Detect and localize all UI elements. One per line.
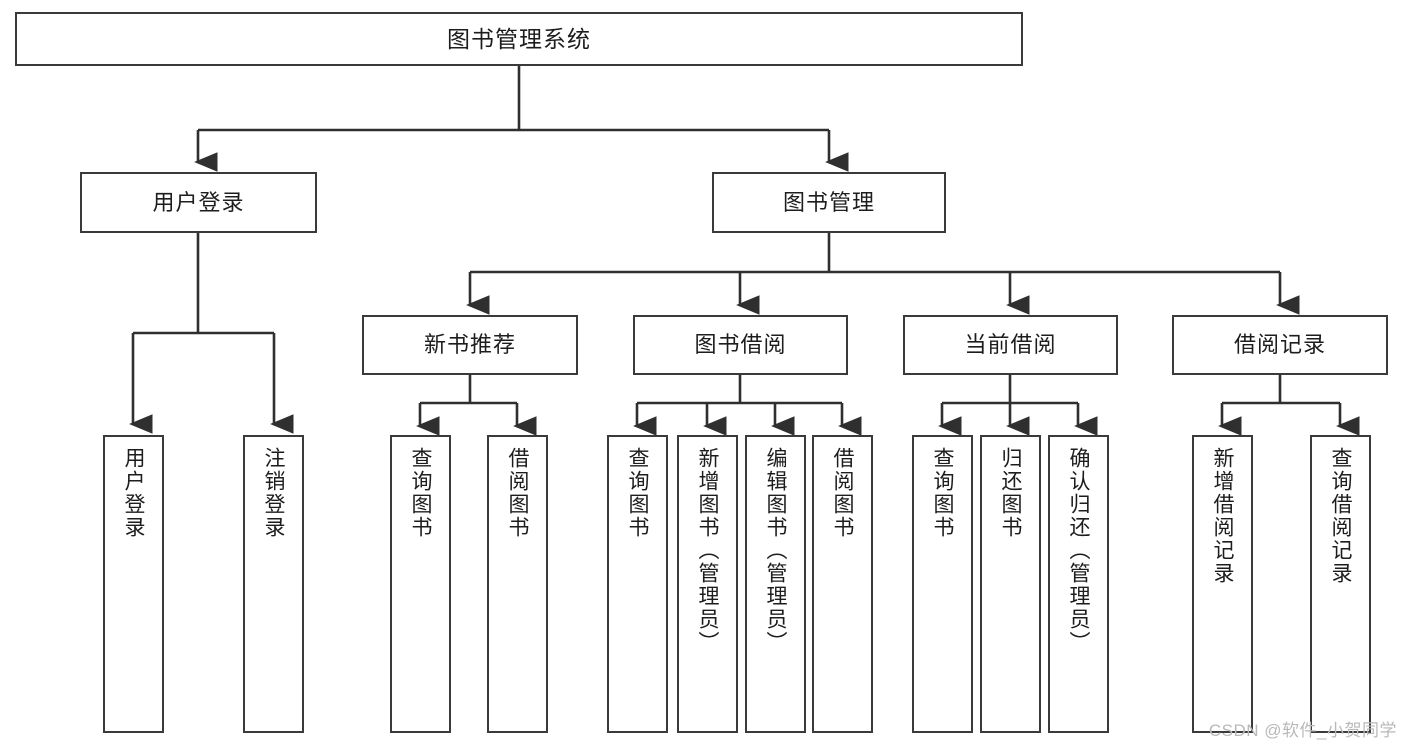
leaf-borrow-book-recommend[interactable]: 借阅图书	[487, 435, 548, 733]
leaf-return-book[interactable]: 归还图书	[980, 435, 1041, 733]
node-label: 图书管理系统	[447, 25, 591, 52]
node-label: 确认归还（管理员）	[1067, 447, 1090, 654]
node-label: 查询图书	[931, 447, 954, 539]
node-label: 用户登录	[122, 447, 145, 539]
node-label: 借阅图书	[506, 447, 529, 539]
node-label: 图书借阅	[694, 332, 787, 358]
leaf-logout-login[interactable]: 注销登录	[243, 435, 304, 733]
node-label: 查询图书	[626, 447, 649, 539]
node-user-login[interactable]: 用户登录	[80, 172, 317, 233]
leaf-query-book-current[interactable]: 查询图书	[912, 435, 973, 733]
node-book-management-system[interactable]: 图书管理系统	[15, 12, 1023, 66]
node-label: 归还图书	[999, 447, 1022, 539]
node-label: 借阅图书	[831, 447, 854, 539]
node-label: 注销登录	[262, 447, 285, 539]
node-label: 查询图书	[409, 447, 432, 539]
node-label: 查询借阅记录	[1329, 447, 1352, 585]
leaf-edit-book-admin[interactable]: 编辑图书（管理员）	[745, 435, 806, 733]
node-label: 新增图书（管理员）	[696, 447, 719, 654]
node-label: 借阅记录	[1233, 332, 1326, 358]
leaf-query-book-borrow[interactable]: 查询图书	[607, 435, 668, 733]
node-borrow-record[interactable]: 借阅记录	[1172, 315, 1388, 375]
node-label: 新增借阅记录	[1211, 447, 1234, 585]
leaf-confirm-return-admin[interactable]: 确认归还（管理员）	[1048, 435, 1109, 733]
leaf-query-book-recommend[interactable]: 查询图书	[390, 435, 451, 733]
leaf-borrow-book[interactable]: 借阅图书	[812, 435, 873, 733]
leaf-query-borrow-record[interactable]: 查询借阅记录	[1310, 435, 1371, 733]
node-current-borrow[interactable]: 当前借阅	[903, 315, 1118, 375]
node-book-management[interactable]: 图书管理	[712, 172, 946, 233]
leaf-user-login[interactable]: 用户登录	[103, 435, 164, 733]
leaf-add-book-admin[interactable]: 新增图书（管理员）	[677, 435, 738, 733]
node-label: 新书推荐	[423, 332, 516, 358]
node-label: 图书管理	[782, 189, 875, 215]
node-label: 用户登录	[152, 189, 245, 215]
node-label: 当前借阅	[964, 332, 1057, 358]
node-label: 编辑图书（管理员）	[764, 447, 787, 654]
node-new-book-recommend[interactable]: 新书推荐	[362, 315, 578, 375]
leaf-add-borrow-record[interactable]: 新增借阅记录	[1192, 435, 1253, 733]
node-book-borrow[interactable]: 图书借阅	[633, 315, 848, 375]
